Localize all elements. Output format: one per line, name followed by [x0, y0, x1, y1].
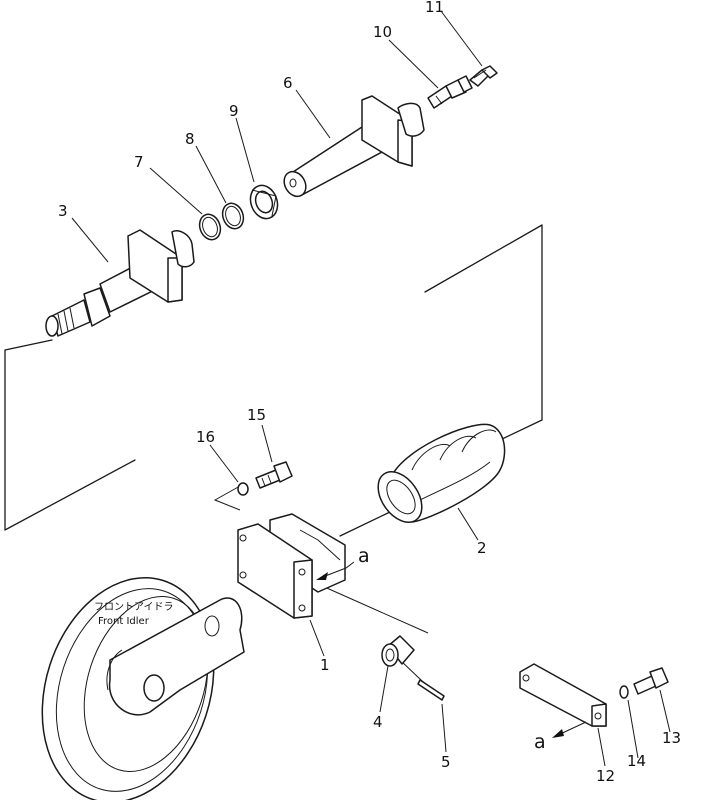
ref-a-bottom: a — [534, 721, 587, 753]
part-16-washer — [237, 482, 249, 496]
front-idler-wheel: フロントアイドラ Front Idler — [41, 576, 245, 800]
callout-5: 5 — [441, 753, 451, 771]
callout-numbers: 11 10 6 9 8 7 3 15 16 2 1 4 5 12 14 13 — [58, 0, 681, 785]
part-8-ring — [221, 202, 245, 230]
callout-13: 13 — [662, 729, 681, 747]
part-1-bracket — [237, 513, 346, 619]
callout-6: 6 — [283, 74, 293, 92]
front-idler-label-jp: フロントアイドラ — [94, 601, 174, 613]
callout-11: 11 — [425, 0, 444, 16]
part-5-pin — [417, 679, 445, 701]
callout-10: 10 — [373, 23, 392, 41]
assembly-outline — [4, 224, 543, 699]
front-idler-label-en: Front Idler — [98, 616, 150, 627]
callout-12: 12 — [596, 767, 615, 785]
part-7-ring — [198, 213, 222, 241]
part-4-bushing — [381, 635, 415, 667]
part-9-seal — [249, 184, 279, 220]
ref-label-a-bottom: a — [534, 731, 546, 753]
callout-15: 15 — [247, 406, 266, 424]
callout-9: 9 — [229, 102, 239, 120]
ref-a-top: a — [316, 545, 370, 580]
callout-1: 1 — [320, 656, 330, 674]
ref-label-a-top: a — [358, 545, 370, 567]
callout-8: 8 — [185, 130, 195, 148]
part-14-washer — [619, 685, 629, 699]
callout-14: 14 — [627, 752, 646, 770]
callout-3: 3 — [58, 202, 68, 220]
part-2-spring — [377, 423, 506, 523]
part-15-bolt — [255, 461, 293, 489]
part-3-rod — [45, 229, 195, 337]
part-11-grease-fitting — [469, 65, 498, 87]
callout-2: 2 — [477, 539, 487, 557]
part-10-valve — [427, 75, 473, 109]
part-12-plate — [519, 663, 607, 727]
part-6-cylinder — [283, 95, 425, 198]
callout-7: 7 — [134, 153, 144, 171]
callout-16: 16 — [196, 428, 215, 446]
part-13-bolt — [633, 667, 669, 695]
callout-4: 4 — [373, 713, 383, 731]
callout-leaders — [71, 10, 671, 767]
